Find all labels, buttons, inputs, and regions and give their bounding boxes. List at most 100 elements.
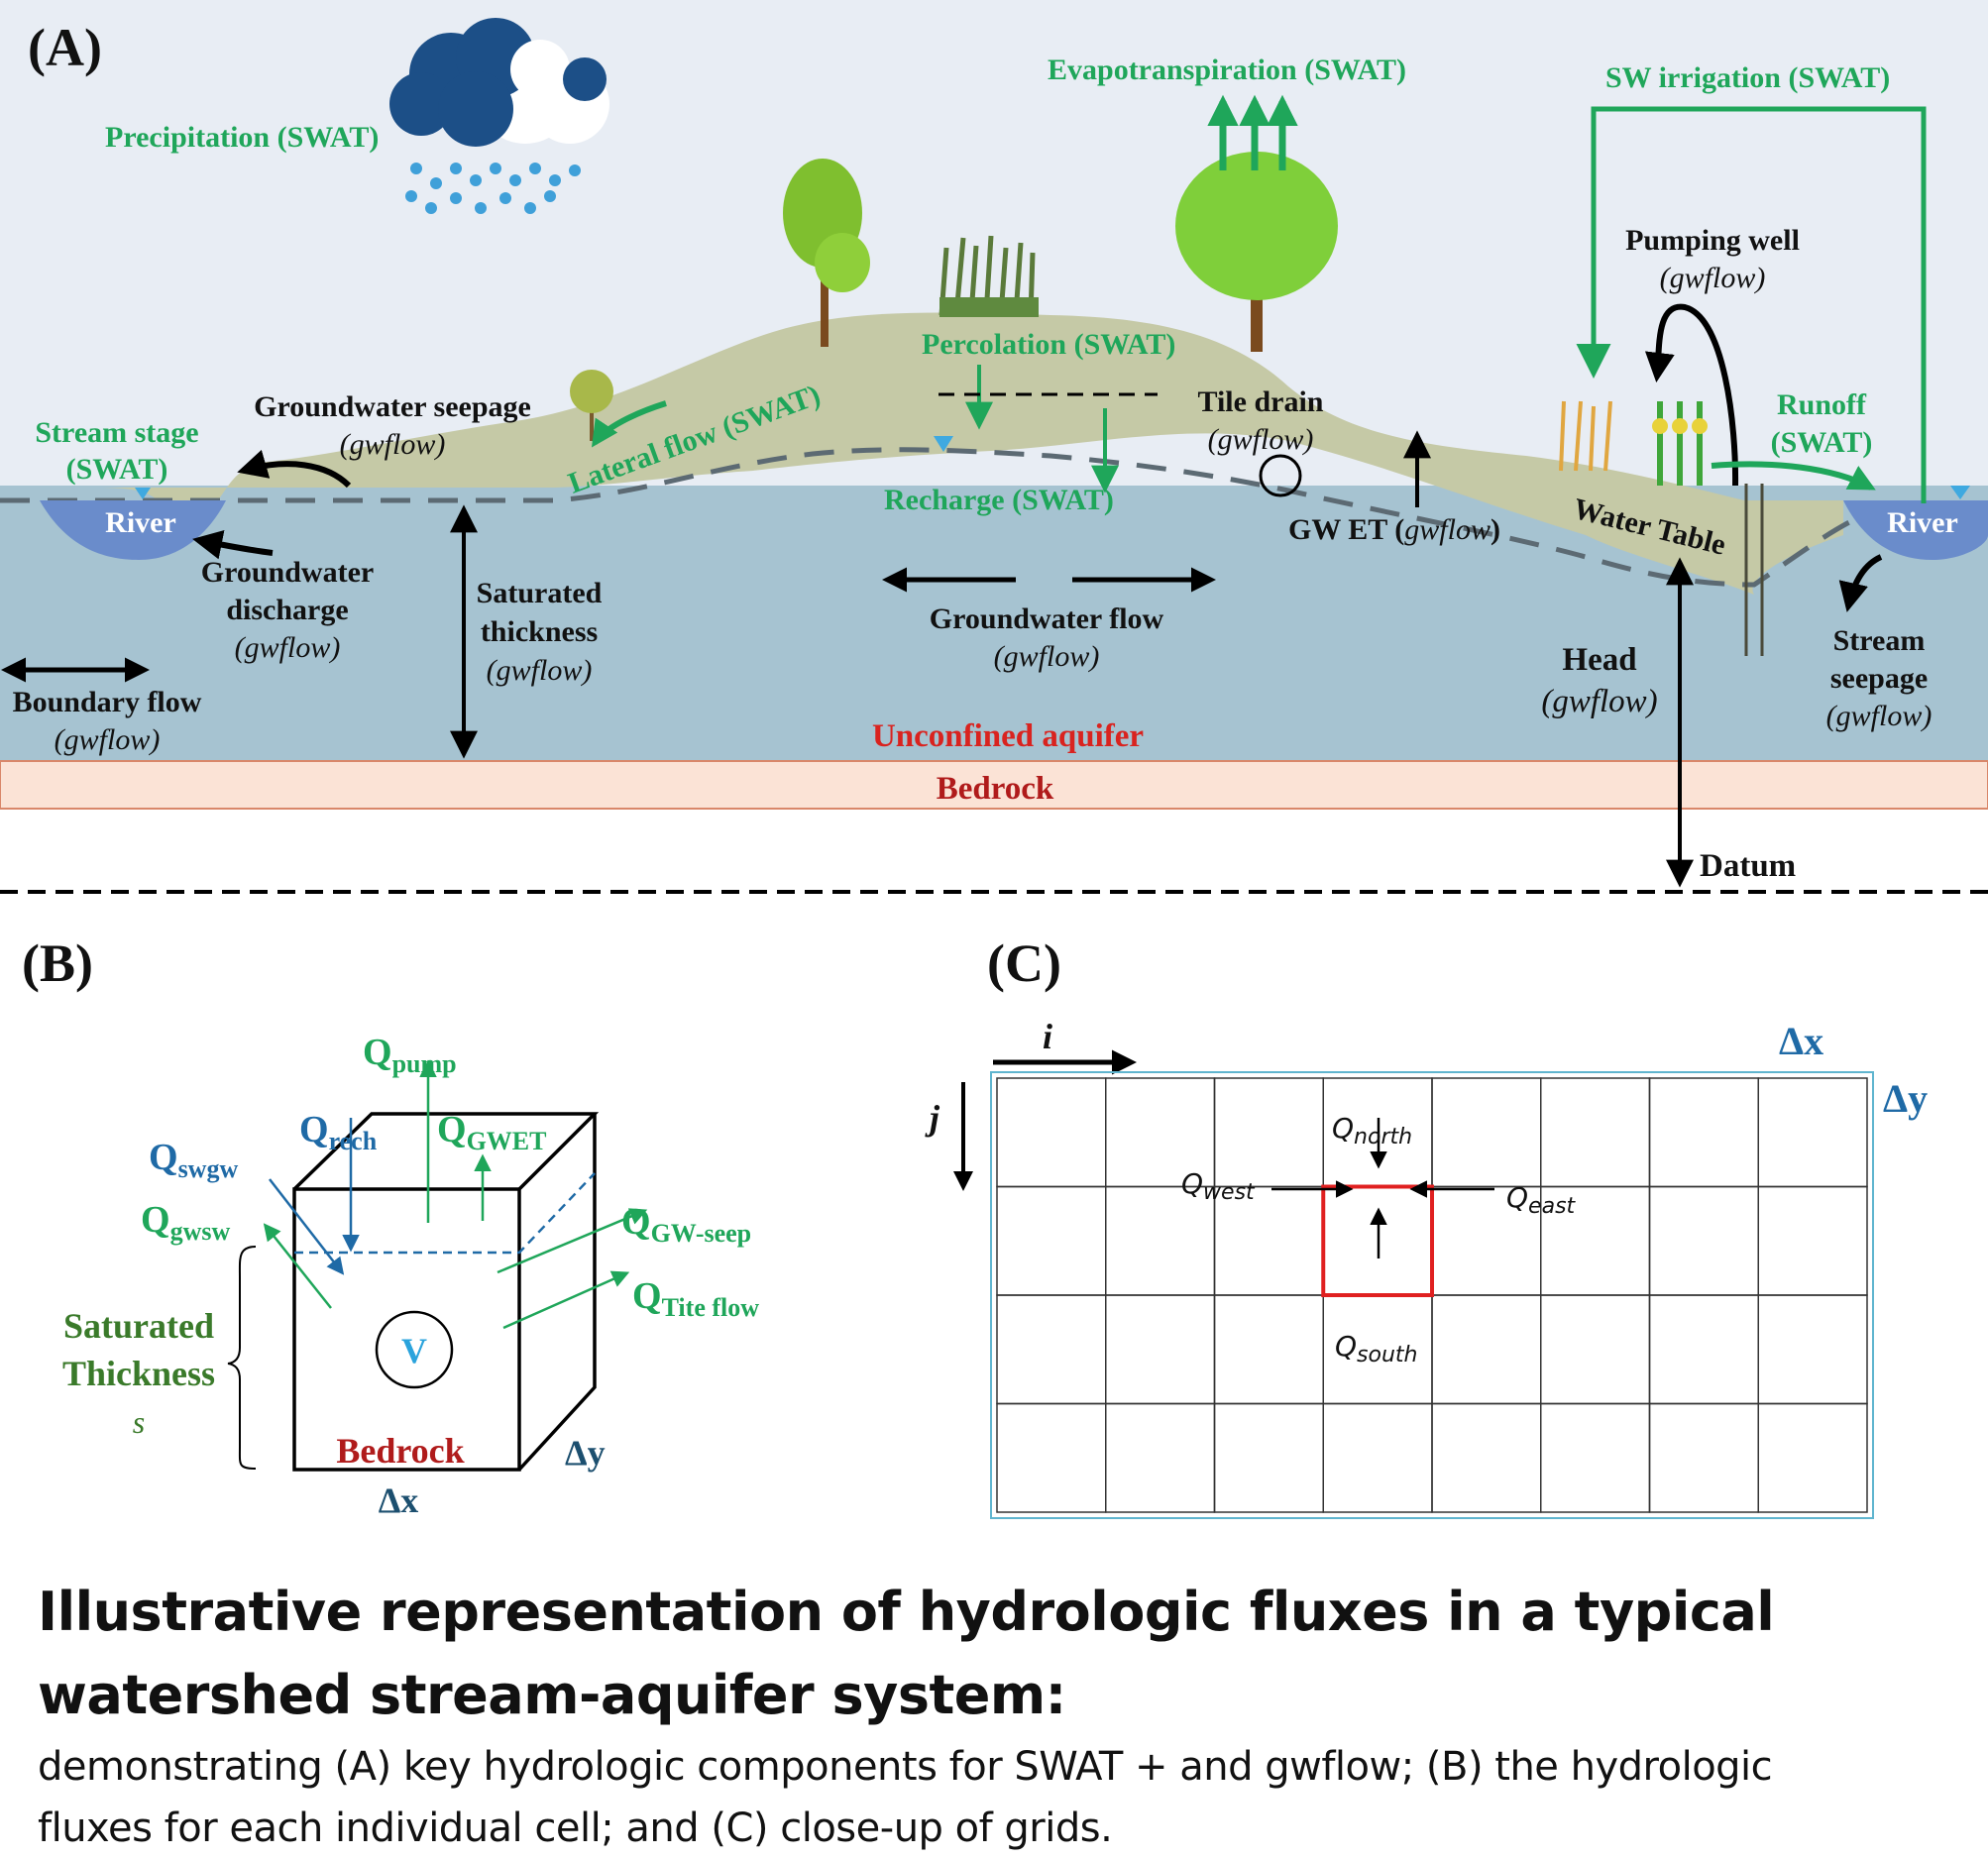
q-gwsw-label: Qgwsw	[141, 1199, 230, 1246]
grid-cell	[1757, 1077, 1868, 1188]
dx-c-label: Δx	[1779, 1019, 1823, 1063]
q-north-label: Qnorth	[1332, 1112, 1412, 1149]
caption-body-line-2: fluxes for each individual cell; and (C)…	[38, 1805, 1113, 1851]
boundary-flow-model: (gwflow)	[55, 723, 161, 756]
tile-drain-pipe-icon	[1259, 454, 1302, 497]
q-north-q: Q	[1332, 1112, 1354, 1145]
volume-label: V	[401, 1331, 427, 1370]
q-gwsw-q: Q	[141, 1199, 170, 1241]
pumping-well-model: (gwflow)	[1660, 262, 1766, 294]
q-rech-q: Q	[299, 1109, 329, 1150]
grid-cell	[1757, 1185, 1868, 1296]
grid-cell	[996, 1185, 1107, 1296]
saturated-thickness-label-2: thickness	[481, 615, 598, 648]
grid	[996, 1077, 1868, 1513]
grid-cell	[1322, 1402, 1433, 1513]
q-swgw-q: Q	[149, 1137, 178, 1178]
grid-cell	[1431, 1294, 1542, 1405]
grid-cell	[1105, 1185, 1216, 1296]
grid-cell	[1757, 1402, 1868, 1513]
stream-stage-label: Stream stage	[35, 416, 198, 449]
precipitation-label: Precipitation (SWAT)	[105, 121, 379, 154]
dx-b-label: Δx	[379, 1480, 419, 1520]
rain-cloud-icon	[389, 18, 609, 214]
q-rech-sub: rech	[329, 1127, 378, 1155]
volume-circle	[375, 1310, 454, 1389]
bedrock-layer	[0, 760, 1988, 810]
panel-b: (B) V Qpump Qrech QGWET Qswgw Qgwsw QGW-…	[22, 933, 759, 1520]
gw-seepage-model: (gwflow)	[340, 428, 446, 461]
grid-cell	[996, 1402, 1107, 1513]
stream-seepage-label-1: Stream	[1833, 624, 1926, 657]
saturated-thickness-b-label-2: Thickness	[62, 1354, 215, 1393]
panel-a: (A) Precipitation (SWAT) Evapotranspirat…	[0, 0, 1988, 899]
q-pump-sub: pump	[392, 1049, 457, 1078]
tile-drain-model: (gwflow)	[1208, 423, 1314, 456]
saturated-thickness-brace	[227, 1246, 257, 1470]
stream-stage-model: (SWAT)	[66, 453, 168, 486]
recharge-label: Recharge (SWAT)	[884, 484, 1114, 516]
river-right-channel	[1843, 500, 1988, 560]
head-model: (gwflow)	[1541, 684, 1657, 719]
caption-title-line-2: watershed stream-aquifer system:	[38, 1664, 1066, 1726]
saturated-level-line	[294, 1172, 596, 1255]
q-swgw-sub: swgw	[178, 1154, 239, 1183]
q-swgw-label: Qswgw	[149, 1137, 238, 1183]
grass-icon	[939, 235, 1039, 317]
runoff-arrow	[1711, 461, 1876, 491]
i-axis-label: i	[1043, 1017, 1052, 1056]
saturated-thickness-symbol: s	[133, 1404, 145, 1440]
gw-flow-label: Groundwater flow	[930, 602, 1164, 635]
sw-irrigation-label: SW irrigation (SWAT)	[1605, 61, 1890, 94]
dy-b-label: Δy	[565, 1433, 606, 1473]
q-gwsw-sub: gwsw	[170, 1217, 231, 1246]
runoff-label: Runoff	[1777, 388, 1867, 421]
q-west-q: Q	[1181, 1167, 1203, 1200]
head-label: Head	[1562, 642, 1636, 678]
gw-discharge-label-2: discharge	[226, 594, 348, 626]
grid-cell	[1105, 1402, 1216, 1513]
gw-et-model: gwflow	[1404, 513, 1491, 546]
gw-seepage-label: Groundwater seepage	[254, 390, 531, 423]
caption-body-line-1: demonstrating (A) key hydrologic compone…	[38, 1744, 1773, 1790]
grid-cell	[1540, 1294, 1651, 1405]
grid-cell	[1757, 1294, 1868, 1405]
q-rech-label: Qrech	[299, 1109, 378, 1155]
q-gwet-label: QGWET	[437, 1109, 546, 1155]
grid-frame	[990, 1071, 1874, 1519]
water-level-marker-icon	[934, 436, 953, 452]
q-west-label: Qwest	[1181, 1167, 1256, 1205]
q-gw-seep-sub: GW-seep	[651, 1219, 752, 1248]
gw-et-close: )	[1491, 513, 1500, 546]
pumping-arrow	[1644, 303, 1739, 487]
stream-seepage-arrow	[1838, 554, 1883, 612]
grid-cell	[1213, 1402, 1324, 1513]
evapotranspiration-label: Evapotranspiration (SWAT)	[1048, 54, 1406, 86]
q-west-sub: west	[1203, 1180, 1256, 1205]
grid-cell	[1431, 1077, 1542, 1188]
bedrock-label: Bedrock	[937, 771, 1054, 807]
q-gw-seep-arrow	[497, 1208, 648, 1274]
q-swgw-arrow	[269, 1178, 345, 1275]
bedrock-b-label: Bedrock	[336, 1431, 464, 1471]
tile-drain-label: Tile drain	[1198, 385, 1324, 418]
q-gw-seep-q: Q	[621, 1201, 651, 1243]
gw-et-label-text: GW ET (	[1288, 513, 1404, 546]
crops-icon	[1559, 400, 1708, 486]
q-east-label: Qeast	[1506, 1181, 1577, 1219]
evapotranspiration-arrows	[1207, 94, 1298, 170]
sw-irrigation-arrow	[1576, 106, 1927, 503]
large-tree-icon	[1175, 152, 1338, 352]
q-south-sub: south	[1357, 1343, 1417, 1368]
gw-flow-model: (gwflow)	[994, 640, 1100, 673]
shrub-icon	[570, 370, 613, 441]
q-tile-flow-label: QTite flow	[632, 1275, 759, 1322]
panel-c-label: (C)	[987, 933, 1061, 993]
caption-title: Illustrative representation of hydrologi…	[38, 1571, 1960, 1737]
saturated-thickness-label-1: Saturated	[477, 577, 603, 609]
q-south-q: Q	[1335, 1330, 1357, 1363]
panel-c: (C) i j Δx Δy Qnorth Qsouth Qwest Qeast	[925, 933, 1928, 1519]
grid-cell	[1648, 1294, 1759, 1405]
caption-title-line-1: Illustrative representation of hydrologi…	[38, 1581, 1775, 1643]
